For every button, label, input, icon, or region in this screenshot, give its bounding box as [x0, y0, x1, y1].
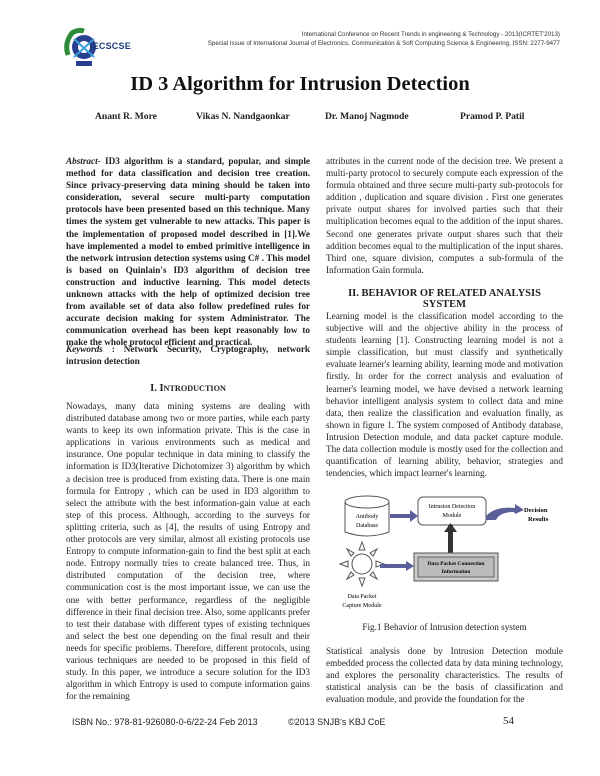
- vertical-arrow-icon: [448, 525, 453, 553]
- section-heading-introduction: I. INTRODUCTION: [150, 383, 226, 394]
- svg-text:Capture Module: Capture Module: [342, 603, 381, 609]
- gear-globe-logo-icon: [64, 27, 96, 66]
- svg-text:Data Packet: Data Packet: [348, 594, 377, 600]
- svg-text:Decision: Decision: [524, 507, 548, 514]
- page-number: 54: [503, 715, 514, 727]
- abstract-label: Abstract-: [66, 156, 101, 166]
- abstract: Abstract- ID3 algorithm is a standard, p…: [66, 155, 310, 349]
- figure-caption: Fig.1 Behavior of Intrusion detection sy…: [362, 622, 527, 632]
- section2-text: Learning model is the classification mod…: [326, 311, 563, 479]
- introduction-text: Nowadays, many data mining systems are d…: [66, 401, 310, 702]
- isbn: ISBN No.: 978-81-926080-0-6/22-24 Feb 20…: [72, 717, 258, 727]
- author: Anant R. More: [95, 111, 157, 122]
- figure-1-diagram: Antibody Database Intrusion Detection Mo…: [338, 495, 549, 609]
- svg-text:Antibody: Antibody: [356, 514, 379, 520]
- author: Vikas N. Nandgaonkar: [196, 111, 290, 122]
- curved-arrow-icon: [486, 504, 524, 520]
- journal-line: Special Issue of International Journal o…: [207, 40, 560, 47]
- logo-text: IECSCSE: [90, 41, 131, 51]
- keywords-label: Keywords: [66, 344, 103, 354]
- keywords-text: : Network Security, Cryptography, networ…: [66, 344, 311, 367]
- svg-text:Database: Database: [356, 523, 378, 529]
- svg-text:Module: Module: [443, 513, 462, 519]
- paper-title: ID 3 Algorithm for Intrusion Detection: [130, 73, 470, 95]
- svg-text:Results: Results: [528, 516, 549, 523]
- running-header: International Conference on Recent Trend…: [208, 30, 560, 48]
- right-column-paragraph: attributes in the current node of the de…: [326, 156, 563, 275]
- svg-text:Data Packet Connection: Data Packet Connection: [428, 561, 485, 567]
- svg-text:Intrusion Detection: Intrusion Detection: [429, 504, 476, 510]
- database-cylinder-icon: Antibody Database: [344, 495, 390, 537]
- section-heading-behavior: II. BEHAVIOR OF RELATED ANALYSIS SYSTEM: [348, 288, 541, 310]
- abstract-text: ID3 algorithm is a standard, popular, an…: [66, 156, 310, 348]
- copyright: ©2013 SNJB's KBJ CoE: [288, 717, 386, 727]
- conference-line: International Conference on Recent Trend…: [301, 31, 560, 38]
- ids-module-box: [417, 496, 487, 526]
- right-column-paragraph: Statistical analysis done by Intrusion D…: [326, 646, 563, 705]
- author: Dr. Manoj Nagmode: [325, 111, 409, 122]
- arrow-icon: [390, 510, 418, 522]
- svg-text:Information: Information: [442, 569, 471, 575]
- conference-logo: IECSCSE: [62, 25, 152, 66]
- arrow-icon: [380, 561, 414, 571]
- keywords: Keywords : Network Security, Cryptograph…: [66, 343, 310, 367]
- author: Pramod P. Patil: [460, 111, 525, 122]
- sun-capture-icon: [338, 540, 386, 588]
